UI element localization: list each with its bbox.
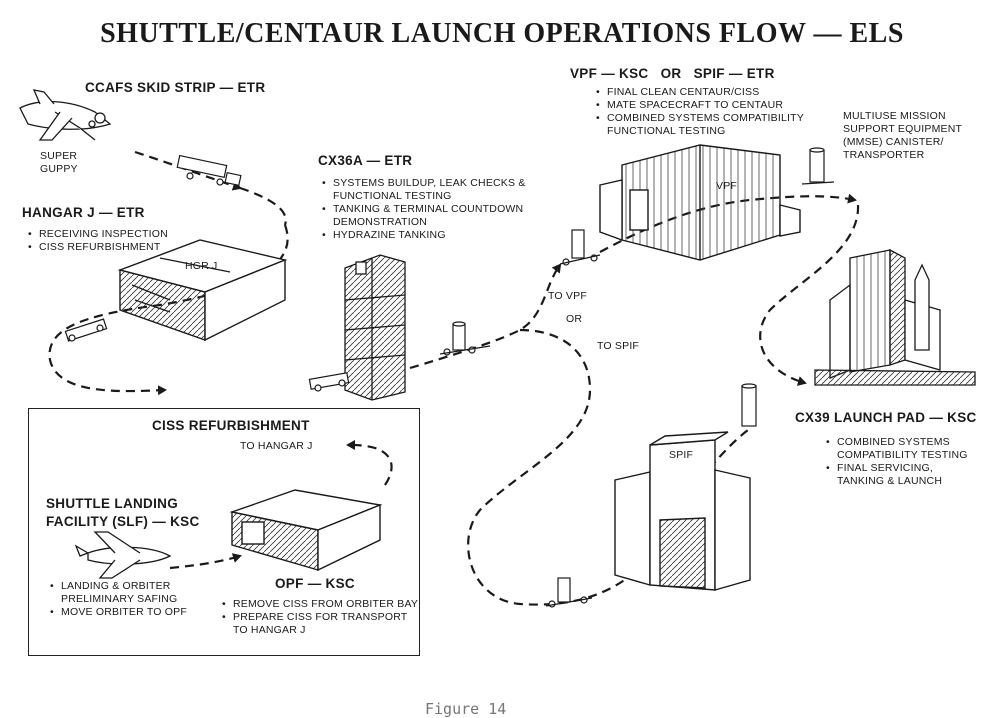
canister-icon-spif-to-pad	[741, 383, 757, 427]
canister-icon-cx36a	[439, 321, 491, 356]
hangar-j-bullets: RECEIVING INSPECTION CISS REFURBISHMENT	[28, 228, 228, 254]
super-guppy-label: SUPER GUPPY	[40, 150, 78, 175]
hangar-transporter-icon	[64, 318, 108, 342]
flow-path-mmse-to-pad	[759, 204, 860, 386]
vpf-bullets: FINAL CLEAN CENTAUR/CISS MATE SPACECRAFT…	[596, 86, 816, 138]
to-hangar-j-label: TO HANGAR J	[240, 440, 313, 452]
cx36a-transporter-icon	[308, 372, 350, 392]
route-to-spif: TO SPIF	[597, 340, 640, 352]
vpf-bullet: MATE SPACECRAFT TO CENTAUR	[596, 99, 816, 112]
figure-caption: Figure 14	[425, 700, 507, 718]
opf-building-icon	[229, 489, 383, 572]
transport-truck-icon	[176, 154, 242, 187]
route-to-vpf: TO VPF	[548, 290, 587, 302]
hangar-j-heading: HANGAR J — ETR	[22, 205, 145, 220]
cx36a-bullets: SYSTEMS BUILDUP, LEAK CHECKS & FUNCTIONA…	[322, 177, 542, 242]
page-title: SHUTTLE/CENTAUR LAUNCH OPERATIONS FLOW —…	[100, 18, 904, 49]
spif-building-label: SPIF	[669, 449, 694, 461]
flow-path-skid-to-hangar-b	[239, 186, 287, 226]
vpf-building-icon	[599, 144, 801, 261]
hangar-j-bullet: CISS REFURBISHMENT	[28, 241, 228, 254]
mmse-canister-icon	[801, 147, 835, 185]
spif-building-icon	[614, 431, 751, 591]
ciss-refurbishment-box	[28, 408, 420, 656]
flow-path-cx36a-to-vpf	[409, 263, 562, 370]
flow-path-opf-to-hangar	[346, 440, 393, 486]
opf-bullets: REMOVE CISS FROM ORBITER BAY PREPARE CIS…	[222, 598, 422, 637]
shuttle-orbiter-icon	[74, 531, 172, 579]
canister-icon-vpf	[559, 229, 601, 266]
cx36a-bullet: SYSTEMS BUILDUP, LEAK CHECKS & FUNCTIONA…	[322, 177, 542, 203]
hangar-j-building-label: HGR J	[185, 260, 218, 272]
cx36a-tower-icon	[344, 254, 406, 401]
canister-icon-spif	[545, 577, 593, 608]
opf-bullet: REMOVE CISS FROM ORBITER BAY	[222, 598, 422, 611]
flow-path-cx36a-to-spif	[467, 328, 642, 606]
vpf-building-label: VPF	[716, 180, 738, 192]
cx36a-bullet: TANKING & TERMINAL COUNTDOWN DEMONSTRATI…	[322, 203, 542, 229]
flow-path-slf-to-opf	[169, 553, 242, 570]
opf-bullet: PREPARE CISS FOR TRANSPORT TO HANGAR J	[222, 611, 422, 637]
cx39-bullets: COMBINED SYSTEMS COMPATIBILITY TESTING F…	[826, 436, 976, 488]
cx36a-bullet: HYDRAZINE TANKING	[322, 229, 542, 242]
vpf-bullet: FINAL CLEAN CENTAUR/CISS	[596, 86, 816, 99]
super-guppy-icon	[19, 89, 112, 141]
vpf-bullet: COMBINED SYSTEMS COMPATIBILITY FUNCTIONA…	[596, 112, 816, 138]
slf-bullets: LANDING & ORBITER PRELIMINARY SAFING MOV…	[50, 580, 200, 619]
opf-heading: OPF — KSC	[275, 576, 355, 591]
cx39-heading: CX39 LAUNCH PAD — KSC	[795, 410, 977, 425]
cx39-bullet: FINAL SERVICING, TANKING & LAUNCH	[826, 462, 976, 488]
route-or: OR	[566, 313, 583, 325]
ccafs-heading: CCAFS SKID STRIP — ETR	[85, 80, 266, 95]
slf-bullet: MOVE ORBITER TO OPF	[50, 606, 200, 619]
slf-bullet: LANDING & ORBITER PRELIMINARY SAFING	[50, 580, 200, 606]
cx39-bullet: COMBINED SYSTEMS COMPATIBILITY TESTING	[826, 436, 976, 462]
flow-path-hangar-to-cx36a	[48, 224, 289, 396]
hangar-j-building-icon	[117, 239, 288, 342]
cx39-launch-pad-icon	[814, 248, 976, 386]
hangar-j-bullet: RECEIVING INSPECTION	[28, 228, 228, 241]
slf-heading: SHUTTLE LANDING FACILITY (SLF) — KSC	[46, 496, 200, 529]
ciss-refurb-heading: CISS REFURBISHMENT	[152, 418, 310, 433]
mmse-label: MULTIUSE MISSION SUPPORT EQUIPMENT (MMSE…	[843, 110, 962, 161]
cx36a-heading: CX36A — ETR	[318, 153, 413, 168]
vpf-heading: VPF — KSC OR SPIF — ETR	[570, 66, 775, 81]
